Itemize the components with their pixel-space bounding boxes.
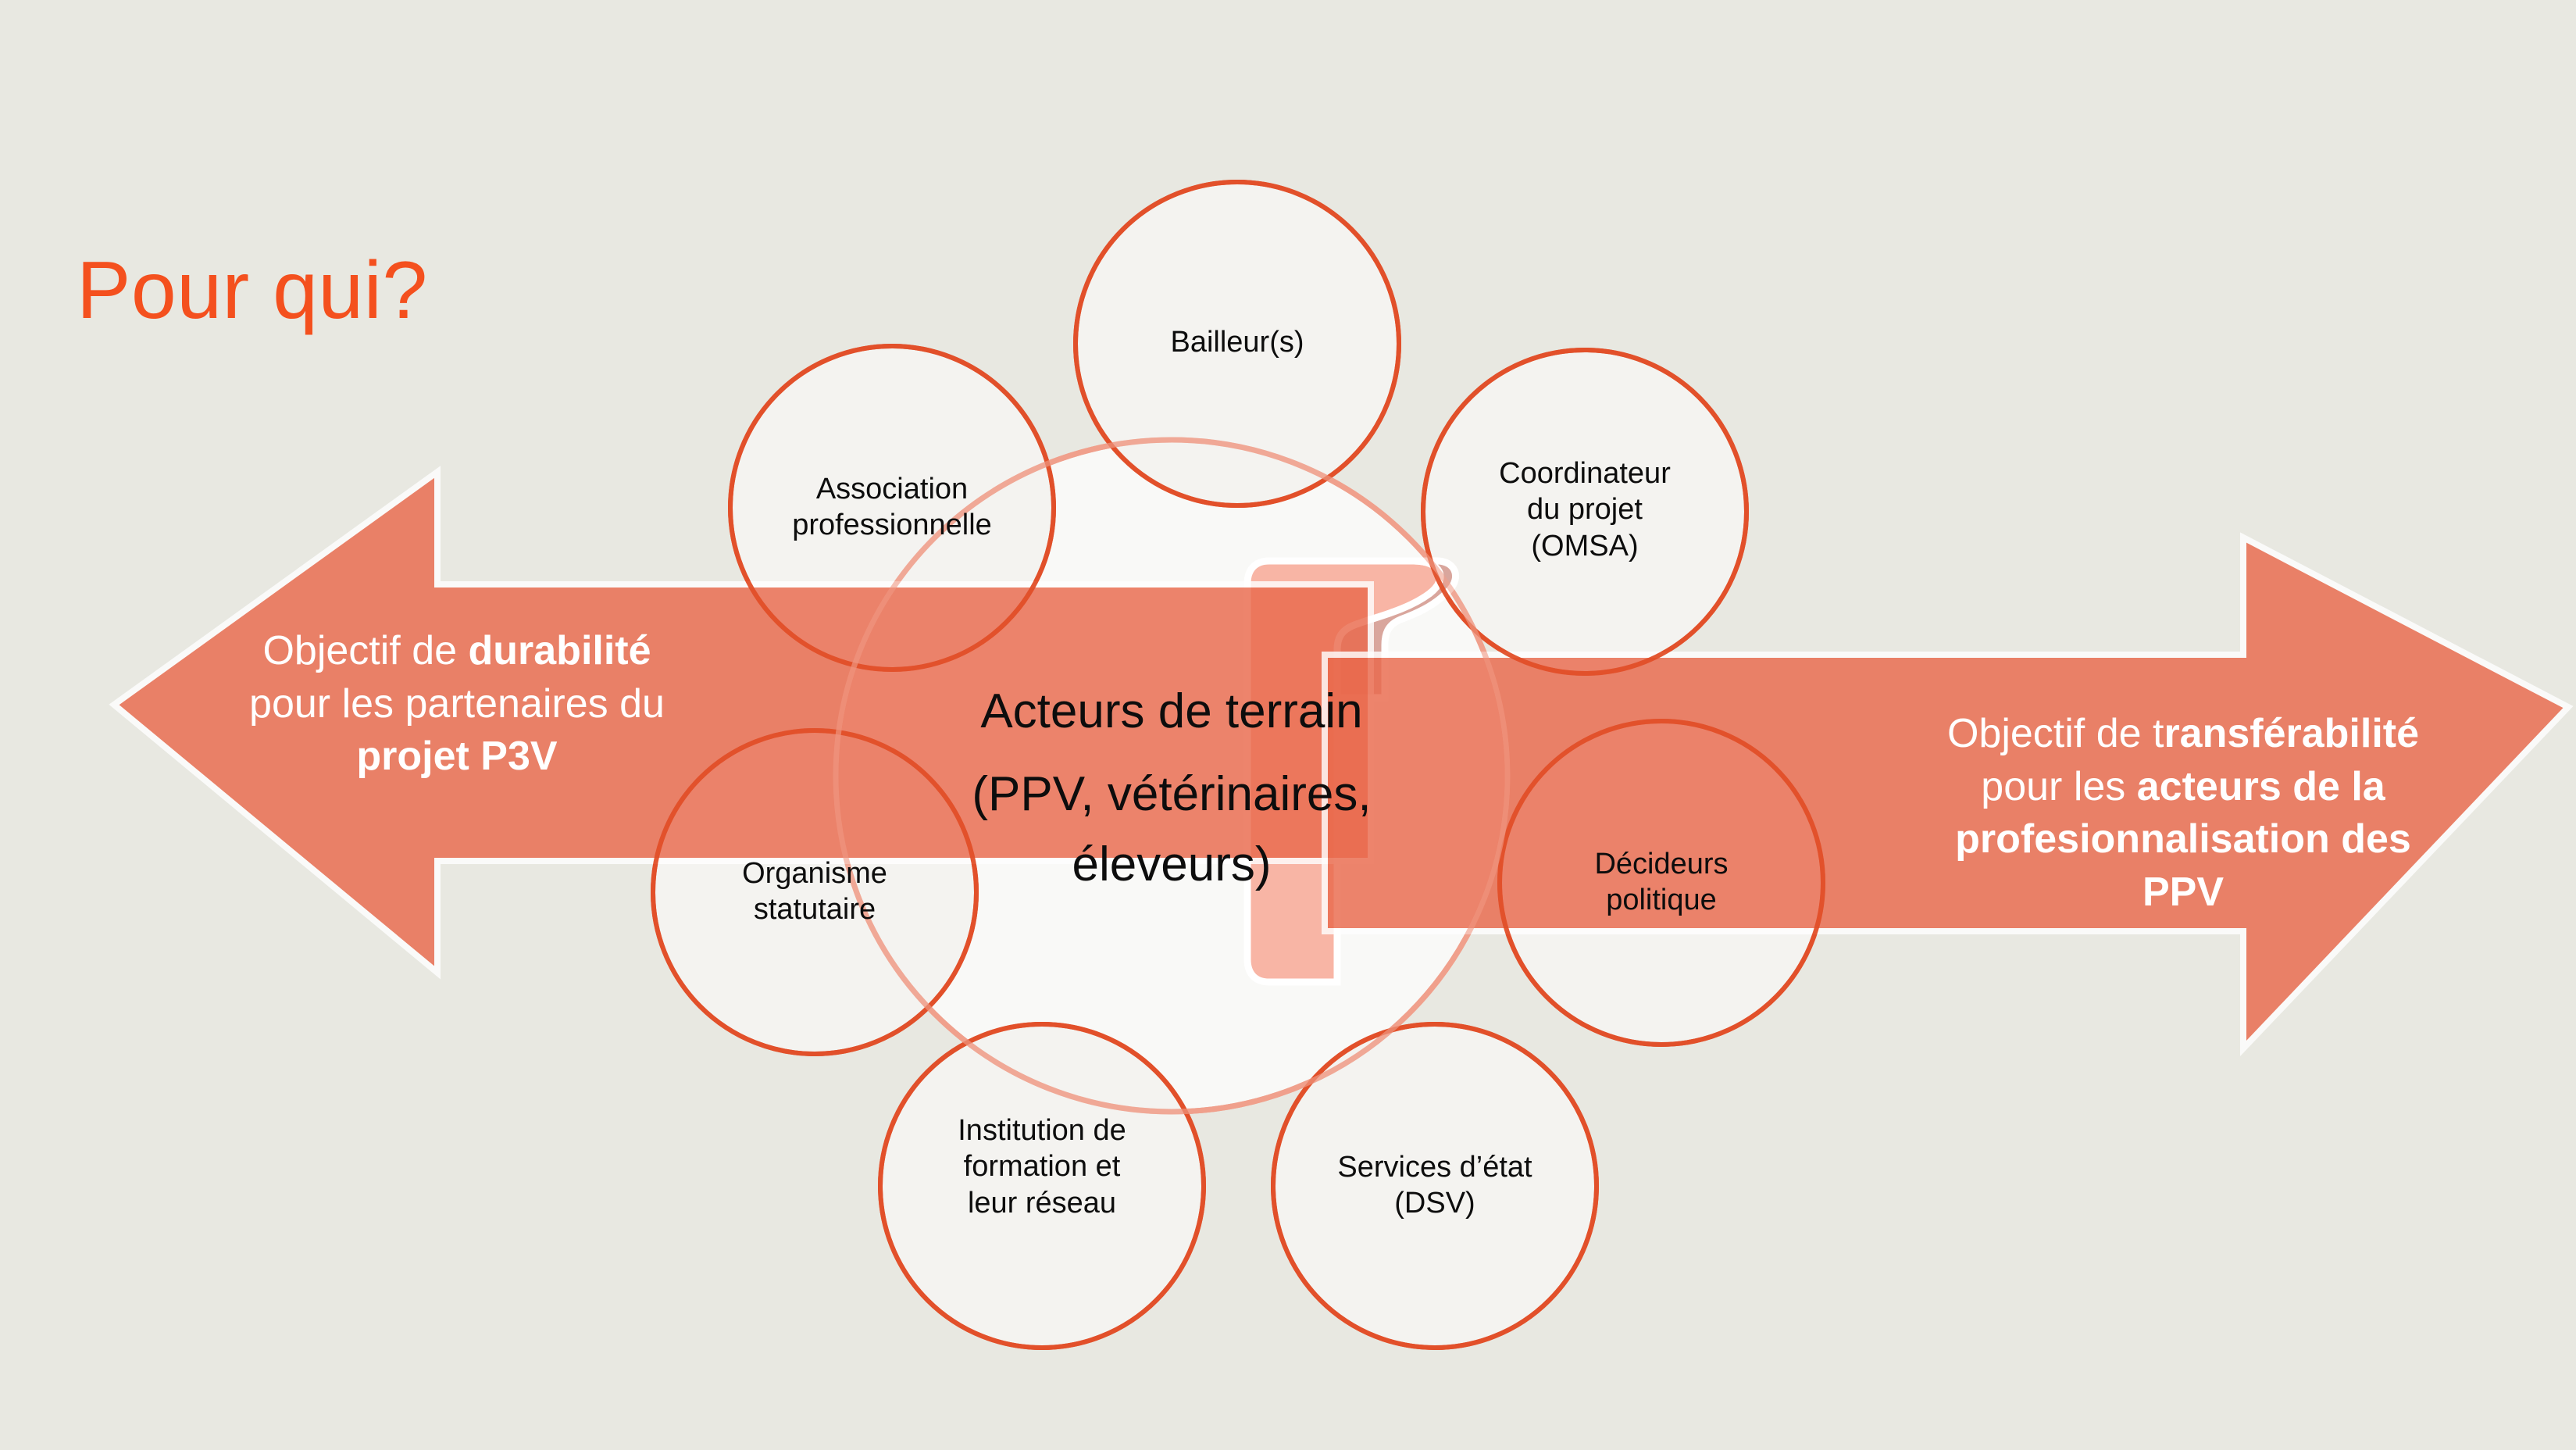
right-arrow-line4-bold: PPV (2142, 869, 2225, 915)
left-arrow-line3-bold: projet P3V (356, 734, 558, 780)
node-label-decideurs: Décideurs politique (1594, 848, 1729, 917)
right-arrow-label: Objectif de transférabilité pour les act… (1875, 708, 2492, 919)
right-arrow-line2-regular: pour les (1981, 763, 2137, 809)
node-label-services: Services d’état (DSV) (1337, 1151, 1532, 1220)
page-title: Pour qui? (77, 245, 428, 336)
left-arrow-label: Objectif de durabilité pour les partenai… (207, 625, 707, 784)
node-label-coordinateur: Coordinateur du projet (OMSA) (1499, 457, 1671, 562)
right-arrow-line1-bold: ransférabilité (2164, 711, 2420, 756)
right-arrow-line3-bold: profesionnalisation des (1955, 816, 2411, 862)
center-label: Acteurs de terrain (PPV, vétérinaires, é… (972, 684, 1372, 891)
satellite-circle-outlines (651, 180, 1825, 1350)
right-arrow-line2-bold: acteurs de la (2136, 763, 2385, 809)
left-arrow-line1-bold: durabilité (468, 628, 651, 673)
node-label-bailleurs: Bailleur(s) (1170, 326, 1304, 359)
right-arrow-line1-regular: Objectif de t (1946, 711, 2164, 756)
left-arrow-line2: pour les partenaires du (249, 680, 665, 727)
central-circle-outline-top (833, 437, 1511, 1115)
left-arrow-line1-regular: Objectif de (262, 628, 469, 673)
node-label-institution: Institution de formation et leur réseau (958, 1114, 1126, 1220)
node-label-organisme: Organisme statutaire (742, 857, 887, 927)
node-label-association: Association professionnelle (792, 473, 992, 542)
